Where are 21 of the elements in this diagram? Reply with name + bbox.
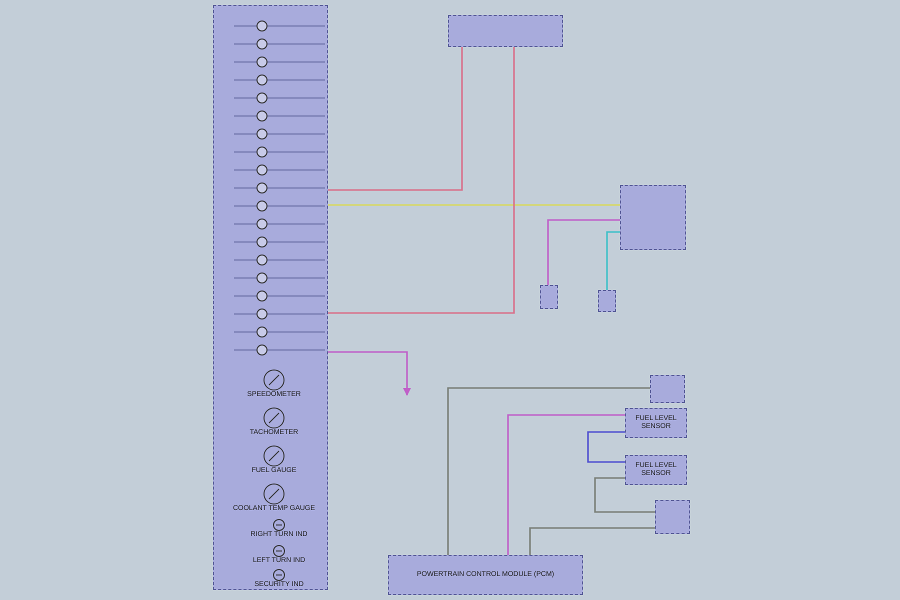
- wire: [606, 231, 620, 290]
- component-box: [625, 455, 687, 485]
- component-box: [598, 290, 616, 312]
- wire: [328, 351, 411, 396]
- component-box: [650, 375, 685, 403]
- wire: [447, 387, 650, 555]
- wire: [529, 527, 655, 555]
- wire: [547, 219, 620, 285]
- wire: [328, 204, 620, 206]
- wire: [328, 47, 463, 191]
- wire: [507, 414, 625, 555]
- wire: [328, 47, 515, 314]
- component-box: [388, 555, 583, 595]
- component-box: [540, 285, 558, 309]
- component-box: [213, 5, 328, 590]
- wire: [594, 477, 655, 513]
- component-box: [620, 185, 686, 250]
- component-box: [448, 15, 563, 47]
- component-box: [625, 408, 687, 438]
- wire: [587, 431, 625, 463]
- component-box: [655, 500, 690, 534]
